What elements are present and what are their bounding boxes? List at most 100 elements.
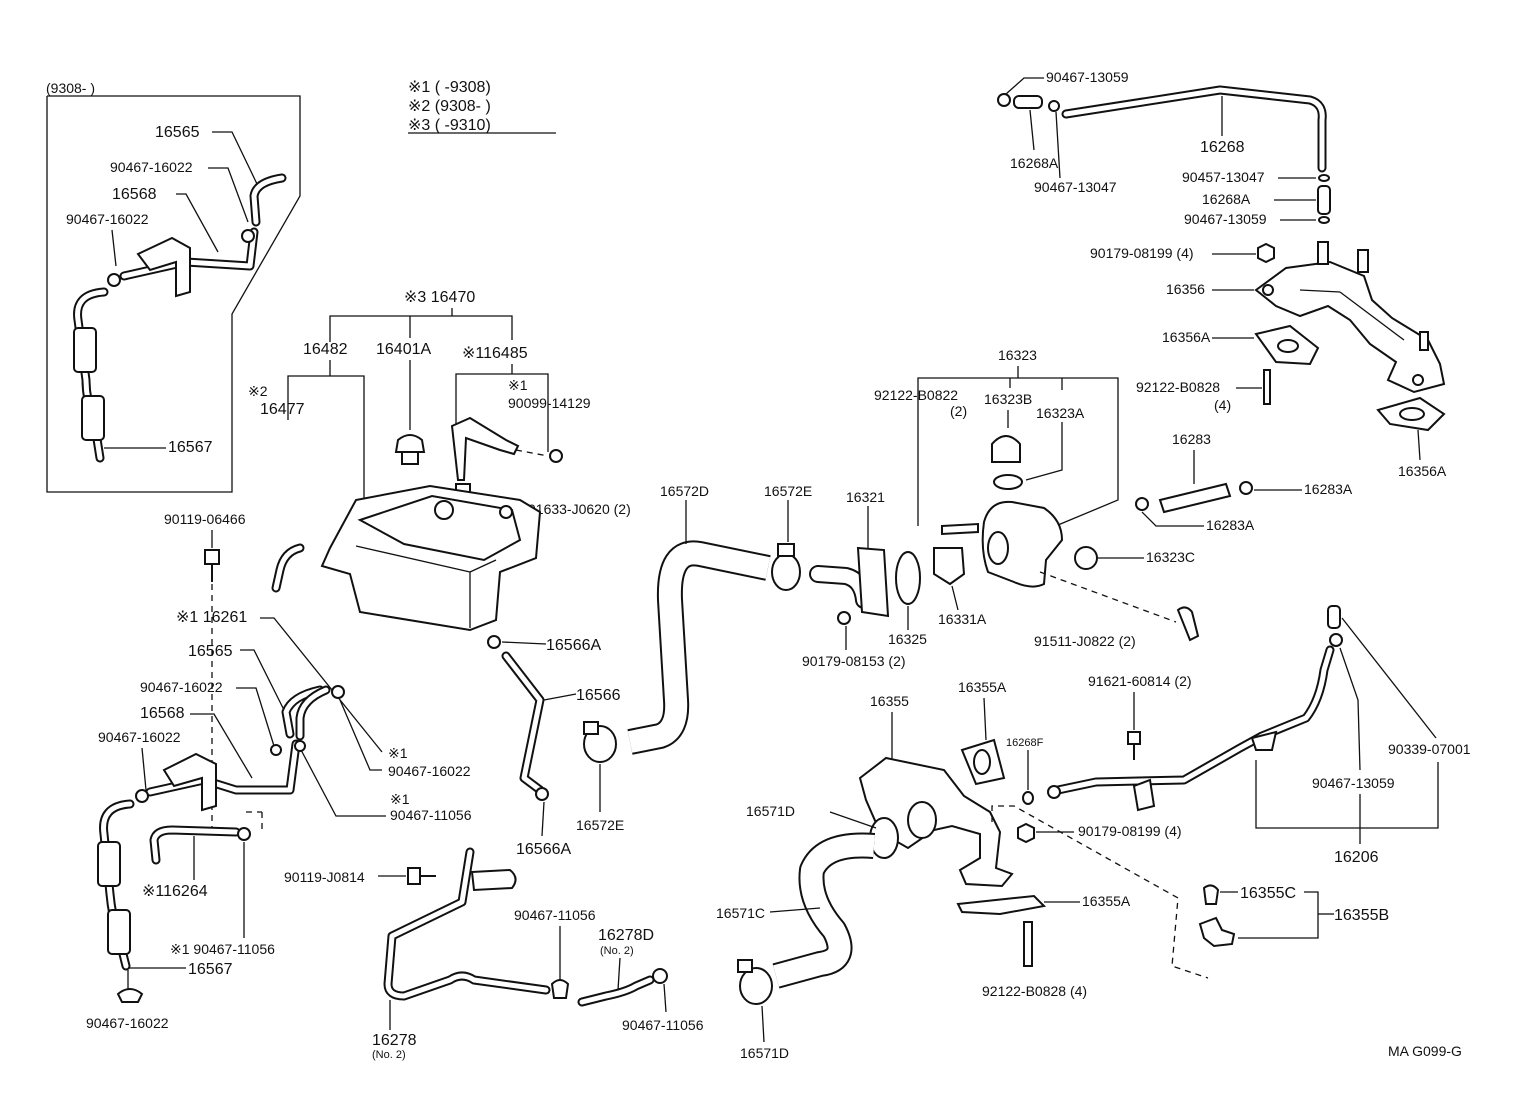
water-pipe-16206-group: 90339-07001 90467-13059 16206 (1047, 605, 1471, 866)
gasket-hole (973, 749, 991, 775)
leader-line (1029, 109, 1035, 151)
label-90467-13059: 90467-13059 (1312, 775, 1395, 791)
hose-90339 (1327, 605, 1341, 629)
label-16477-note: ※2 (248, 383, 268, 399)
label-92122-B0822-qty: (2) (950, 403, 967, 419)
hose-clamp (135, 789, 149, 803)
label-90467-11056: 90467-11056 (514, 907, 596, 923)
hose-16566-inner (503, 653, 543, 793)
drain-plug-16355C (1202, 884, 1220, 905)
nut-90179 (1257, 242, 1275, 264)
leader-line (501, 641, 547, 645)
flange-hole (1412, 374, 1424, 386)
leader-line (1005, 77, 1044, 95)
tank-top-panel (357, 494, 522, 562)
label-16323C: 16323C (1146, 549, 1195, 565)
label-16565: 16565 (188, 643, 233, 660)
hose-16261-inner (297, 687, 329, 739)
label-90119-06466: 90119-06466 (164, 511, 246, 527)
hose-16572D (627, 540, 771, 755)
label-16355: 16355 (870, 693, 909, 709)
hose-sleeve (107, 909, 131, 955)
pipe-bracket (1250, 730, 1278, 751)
pipe-16568-inner (147, 741, 299, 795)
label-16022-note: ※1 (388, 745, 408, 761)
water-outlet-16321-inner (811, 567, 871, 607)
label-16268A: 16268A (1202, 191, 1251, 207)
bolt-91511 (1176, 606, 1200, 642)
hose-clamp (1135, 497, 1149, 511)
bracket (162, 752, 217, 812)
pipe-16206-inner (1055, 647, 1333, 793)
pipe-bracket (470, 868, 517, 892)
label-16571C: 16571C (716, 905, 765, 921)
dashed-leader (991, 805, 1209, 979)
flange-hole (1262, 284, 1274, 296)
label-16268F: 16268F (1006, 737, 1044, 749)
label-90467-16022: 90467-16022 (140, 679, 223, 695)
leader-line (829, 811, 877, 829)
label-16278-no2: (No. 2) (372, 1049, 406, 1061)
label-16268: 16268 (1200, 139, 1245, 156)
pipe-16278-group: 16278 (No. 2) 90467-11056 16278D (No. 2)… (372, 847, 704, 1061)
o-ring-16323C (1074, 546, 1098, 570)
label-16278D-no2: (No. 2) (600, 945, 634, 957)
housing-port (987, 531, 1009, 565)
inlet-pipe-16356 (1254, 260, 1446, 394)
clamp-16571D (739, 967, 773, 1005)
stud-92122-B0828 (1263, 369, 1271, 405)
washer-16323A (993, 474, 1023, 490)
label-16572E: 16572E (576, 817, 624, 833)
pipe-nipple (1419, 331, 1429, 351)
leader-line (1341, 617, 1437, 739)
bypass-hose-group: 90467-13059 16268A 90467-13047 16268 904… (997, 69, 1331, 227)
label-90179-08153: 90179-08153 (2) (802, 653, 906, 669)
hose-sleeve (81, 395, 105, 441)
label-90467-13059: 90467-13059 (1046, 69, 1129, 85)
leader-bracket (1238, 891, 1319, 939)
outlet-flange (856, 546, 890, 618)
leader-line (190, 713, 253, 779)
label-16572D: 16572D (660, 483, 709, 499)
radiator-hose-upper: 16572D 16572E 16572E (576, 483, 812, 833)
pipe-nipple (1317, 241, 1329, 265)
leader-line (240, 649, 291, 723)
label-16568: 16568 (112, 186, 157, 203)
leader-line (299, 747, 386, 817)
hose-clamp (1329, 633, 1343, 647)
leader-line (339, 699, 382, 771)
bolt-91621 (1127, 731, 1141, 745)
leader-line (141, 747, 147, 791)
hose-16283 (1158, 482, 1232, 514)
label-90467-16022: 90467-16022 (110, 159, 193, 175)
hose-clamp (652, 968, 668, 984)
hose-clamp-16566A (535, 787, 549, 801)
leader-line (541, 801, 545, 837)
label-16401A: 16401A (376, 341, 431, 358)
bolt-90119-J0814 (407, 867, 421, 885)
hose-16477-inner (273, 545, 303, 591)
legend-row-3: ※3 ( -9310) (408, 117, 491, 134)
label-16206: 16206 (1334, 849, 1379, 866)
legend: ※1 ( -9308) ※2 (9308- ) ※3 ( -9310) (408, 79, 556, 134)
leader-bracket (1255, 760, 1439, 829)
label-16571D: 16571D (740, 1045, 789, 1061)
hose-16264-inner (151, 827, 239, 863)
housing-16323 (981, 500, 1064, 588)
hose-clamp (1239, 481, 1253, 495)
hose-clamp (331, 685, 345, 699)
label-90467-13047: 90467-13047 (1034, 179, 1117, 195)
label-16323B: 16323B (984, 391, 1032, 407)
clamp-tab (777, 543, 795, 557)
lower-left-group: 90119-06466 ※1 16261 16565 90467-16022 1… (86, 511, 472, 1031)
label-92122-B0828: 92122-B0828 (1136, 379, 1220, 395)
leader-line (983, 697, 987, 741)
pipe-edge (1299, 289, 1341, 293)
label-16565: 16565 (155, 124, 200, 141)
label-16477: 16477 (260, 401, 305, 418)
label-16567: 16567 (188, 961, 233, 978)
label-16355A: 16355A (1082, 893, 1131, 909)
tank-edge (355, 545, 471, 573)
label-16355A: 16355A (958, 679, 1007, 695)
